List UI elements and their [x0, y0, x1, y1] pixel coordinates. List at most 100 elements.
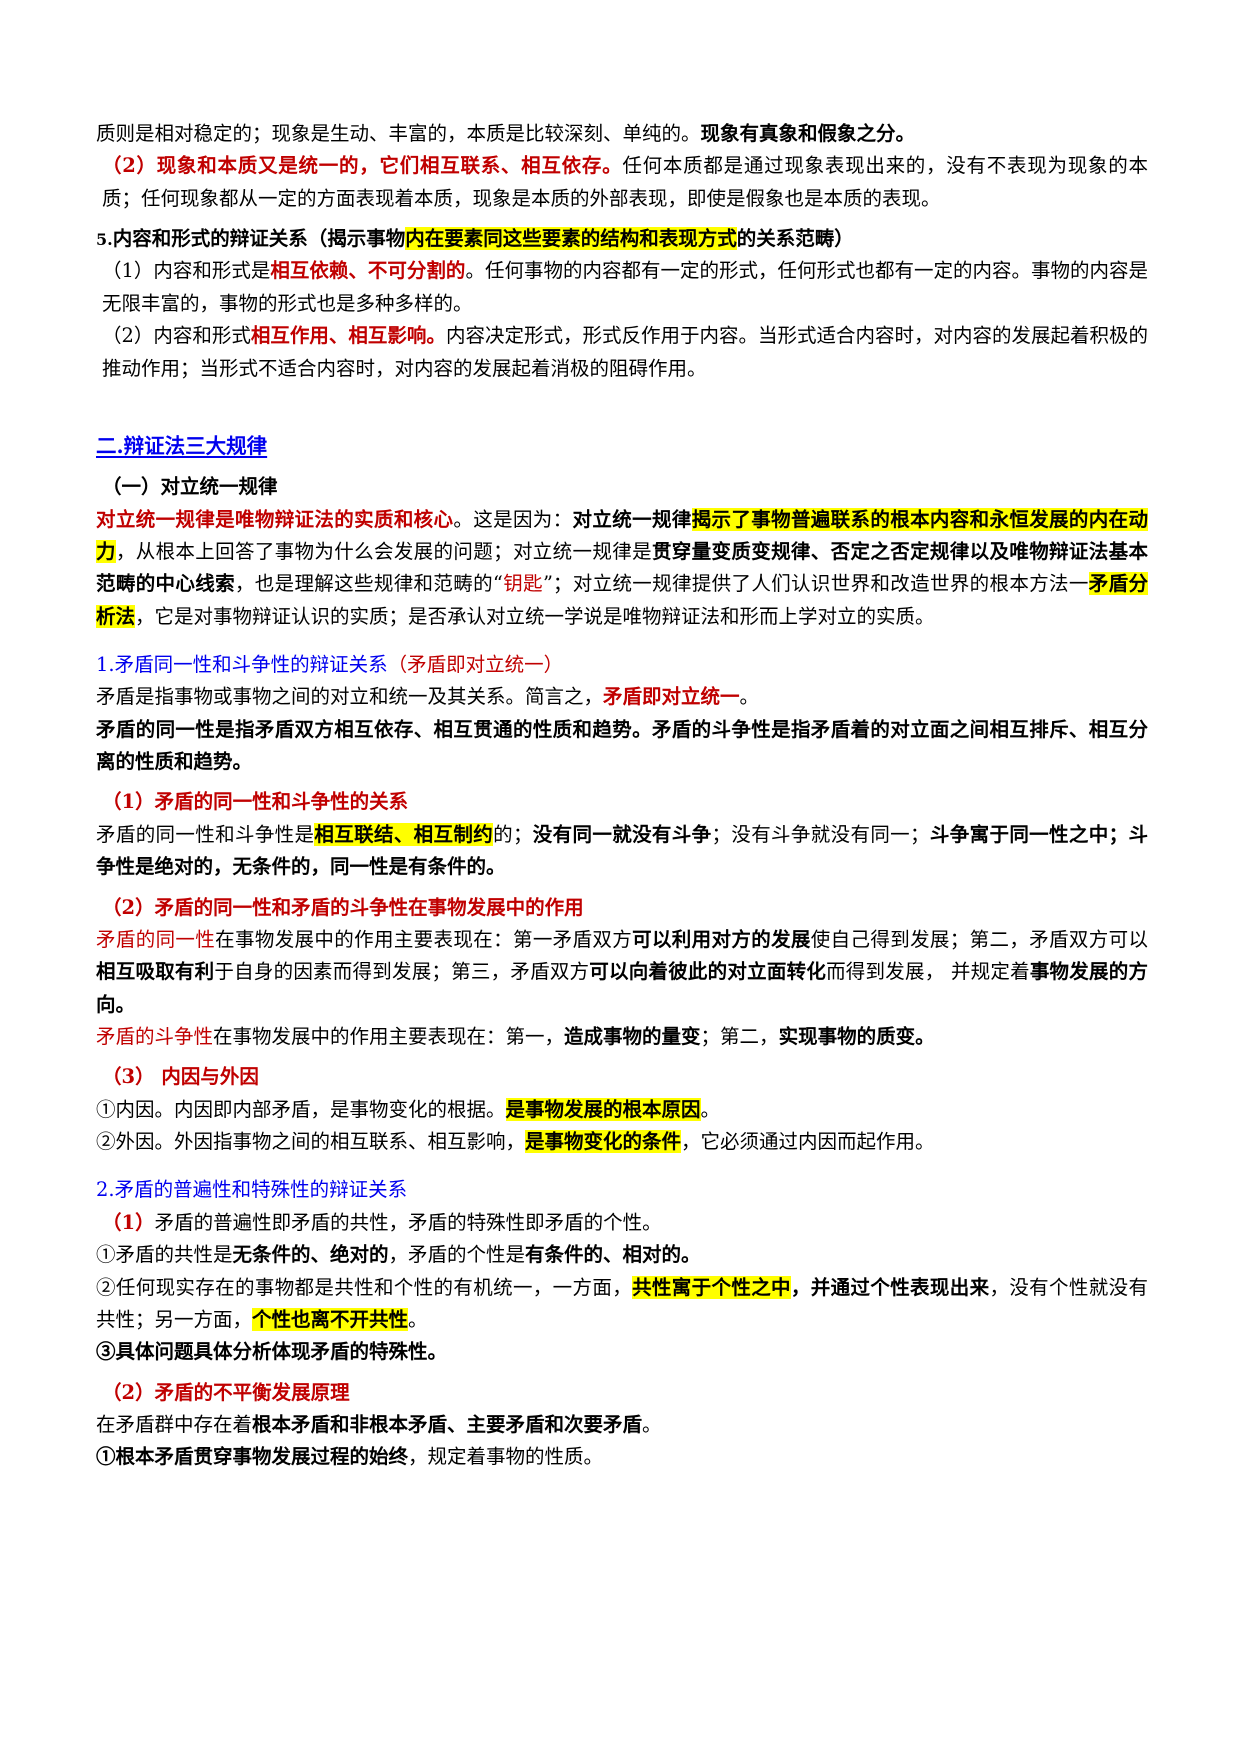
heading-1-3-internal-external: （3） 内因与外因	[96, 1061, 1148, 1093]
spacer	[96, 1158, 1148, 1174]
heading-1-1-relation: （1）矛盾的同一性和斗争性的关系	[96, 786, 1148, 818]
text-run: 。	[700, 1097, 721, 1121]
text-run: 。任何事物的内容都有一定的形式，任何形式也都有一定的内容。事物的内容是无限丰富的…	[102, 259, 1148, 315]
text-run: 。	[408, 1307, 428, 1331]
text-run: （2）内容和形式	[102, 324, 251, 348]
text-run: 在事物发展中的作用主要表现在：第一矛盾双方	[215, 927, 633, 951]
text-run-highlight-bold: 共性寓于个性之中	[632, 1275, 791, 1299]
spacer	[96, 1369, 1148, 1377]
spacer	[96, 385, 1148, 429]
text-run-bold: 矛盾的同一性是指矛盾双方相互依存、相互贯通的性质和趋势。矛盾的斗争性是指矛盾着的…	[96, 717, 1148, 774]
paragraph-internal-cause: ①内因。内因即内部矛盾，是事物变化的根据。是事物发展的根本原因。	[96, 1094, 1148, 1126]
text-run-bold: ，并通过个性表现出来	[790, 1275, 990, 1299]
paragraph-5-1: （1）内容和形式是相互依赖、不可分割的。任何事物的内容都有一定的形式，任何形式也…	[96, 255, 1148, 320]
heading-one-unity-of-opposites: （一）对立统一规律	[96, 471, 1148, 503]
heading-1-1-label: （1）矛盾的同一性和斗争性的关系	[102, 790, 409, 814]
text-run-bold: 根本矛盾和非根本矛盾、主要矛盾和次要矛盾	[252, 1412, 643, 1436]
text-run: ；第二，	[700, 1024, 779, 1048]
text-run-red-bold: 矛盾即对立统一	[603, 685, 740, 709]
text-run: ，它必须通过内因而起作用。	[681, 1130, 935, 1154]
text-run-bold: 对立统一规律	[572, 507, 692, 531]
heading-2-2-imbalance: （2）矛盾的不平衡发展原理	[96, 1377, 1148, 1409]
text-run-red-bold: （1）	[102, 1210, 155, 1234]
text-run: 。这是因为：	[453, 507, 573, 531]
spacer	[96, 633, 1148, 649]
text-run-red: 钥匙	[502, 572, 543, 596]
spacer	[96, 215, 1148, 223]
spacer	[96, 463, 1148, 471]
text-run-red-bold: （2）现象和本质又是统一的，它们相互联系、相互依存。	[102, 154, 623, 178]
text-run: ；没有斗争就没有同一；	[711, 822, 930, 846]
text-run-bold: 斗争寓于同一性之中；斗争性是绝对的，无条件的，同一性是有条件的。	[96, 822, 1148, 879]
heading-1-identity-struggle: 1.矛盾同一性和斗争性的辩证关系（矛盾即对立统一）	[96, 649, 1148, 681]
heading-2-universality-particularity: 2.矛盾的普遍性和特殊性的辩证关系	[96, 1174, 1148, 1206]
paragraph-5-2: （2）内容和形式相互作用、相互影响。内容决定形式，形式反作用于内容。当形式适合内…	[96, 320, 1148, 385]
spacer	[96, 778, 1148, 786]
heading-1-2-label: （2）矛盾的同一性和矛盾的斗争性在事物发展中的作用	[102, 895, 584, 919]
text-run: 任何本质都是通过现象表现出来的，没有不表现为现象的本质；任何现象都从一定的方面表…	[102, 154, 1148, 210]
paragraph-2-6: ①根本矛盾贯穿事物发展过程的始终，规定着事物的性质。	[96, 1441, 1148, 1473]
text-run-highlight-bold: 是事物发展的根本原因	[505, 1097, 701, 1121]
text-run-bold: ③具体问题具体分析体现矛盾的特殊性。	[96, 1340, 448, 1364]
paragraph-contradiction-definition: 矛盾是指事物或事物之间的对立和统一及其关系。简言之，矛盾即对立统一。	[96, 681, 1148, 713]
text-run-red: 矛盾的斗争性	[96, 1024, 214, 1048]
paragraph-core-of-dialectics: 对立统一规律是唯物辩证法的实质和核心。这是因为：对立统一规律揭示了事物普遍联系的…	[96, 504, 1148, 633]
text-run-highlight: 内在要素同这些要素的结构和表现方式	[405, 227, 737, 251]
text-run: 。	[739, 685, 760, 709]
text-run: ②外因。外因指事物之间的相互联系、相互影响，	[96, 1130, 526, 1154]
heading-1-3-label: （3） 内因与外因	[102, 1065, 259, 1089]
text-run: 质则是相对稳定的；现象是生动、丰富的，本质是比较深刻、单纯的。	[96, 122, 701, 145]
heading-section-two-label: 二.辩证法三大规律	[96, 433, 268, 458]
text-run-bold: 现象有真象和假象之分。	[700, 122, 916, 145]
text-run: 的；	[493, 822, 533, 846]
text-run: 使自己得到发展；第二，矛盾双方可以	[810, 927, 1148, 951]
text-run: ，它是对事物辩证认识的实质；是否承认对立统一学说是唯物辩证法和形而上学对立的实质…	[135, 604, 935, 628]
paragraph-struggle-role: 矛盾的斗争性在事物发展中的作用主要表现在：第一，造成事物的量变；第二，实现事物的…	[96, 1021, 1148, 1053]
text-run: ，也是理解这些规律和范畴的“	[234, 572, 503, 596]
text-run: （1）内容和形式是	[102, 259, 271, 283]
paragraph-2-2: ①矛盾的共性是无条件的、绝对的，矛盾的个性是有条件的、相对的。	[96, 1239, 1148, 1271]
document-body: 质则是相对稳定的；现象是生动、丰富的，本质是比较深刻、单纯的。现象有真象和假象之…	[96, 118, 1148, 1474]
text-run-bold: 事物发展的方向。	[96, 960, 1148, 1016]
text-run: 而得到发展， 并规定着	[826, 960, 1030, 984]
paragraph-2-1: （1）矛盾的普遍性即矛盾的共性，矛盾的特殊性即矛盾的个性。	[96, 1207, 1148, 1239]
paragraph-identity-struggle-definition: 矛盾的同一性是指矛盾双方相互依存、相互贯通的性质和趋势。矛盾的斗争性是指矛盾着的…	[96, 714, 1148, 779]
text-run-bold: 相互吸取有利	[96, 960, 215, 984]
text-run-red-bold: 相互依赖、不可分割的	[270, 259, 466, 283]
text-run: 在矛盾群中存在着	[96, 1412, 253, 1436]
spacer	[96, 1053, 1148, 1061]
heading-2-label: 2.矛盾的普遍性和特殊性的辩证关系	[96, 1178, 408, 1202]
text-run: 的关系范畴）	[736, 227, 854, 251]
text-run: 在事物发展中的作用主要表现在：第一，	[213, 1024, 565, 1048]
text-run-highlight-bold: 是事物变化的条件	[525, 1130, 682, 1154]
text-run-highlight-bold: 个性也离不开共性	[252, 1307, 409, 1331]
paragraph-2-5: 在矛盾群中存在着根本矛盾和非根本矛盾、主要矛盾和次要矛盾。	[96, 1409, 1148, 1441]
heading-2-2-label: （2）矛盾的不平衡发展原理	[102, 1380, 350, 1404]
text-run: 内容和形式的辩证关系（揭示事物	[112, 227, 406, 251]
heading-number: 5.	[96, 230, 113, 250]
paragraph-2-4: ③具体问题具体分析体现矛盾的特殊性。	[96, 1336, 1148, 1368]
text-run: ，规定着事物的性质。	[408, 1445, 604, 1469]
text-run: ，矛盾的个性是	[388, 1243, 526, 1267]
text-run: ①矛盾的共性是	[96, 1243, 233, 1267]
paragraph-external-cause: ②外因。外因指事物之间的相互联系、相互影响，是事物变化的条件，它必须通过内因而起…	[96, 1126, 1148, 1158]
text-run-bold: 贯穿量变质变规律、否定之否定规律以及唯物辩证法基本范畴的中心线索	[96, 539, 1148, 596]
text-run-bold: 实现事物的质变。	[778, 1024, 935, 1048]
heading-1-label: 1.矛盾同一性和斗争性的辩证关系	[96, 653, 388, 677]
heading-section-two: 二.辩证法三大规律	[96, 429, 1148, 463]
text-run-highlight-bold: 相互联结、相互制约	[314, 822, 494, 846]
text-run: ”；对立统一规律提供了人们认识世界和改造世界的根本方法一	[542, 572, 1089, 596]
text-run-bold: ①根本矛盾贯穿事物发展过程的始终	[96, 1445, 409, 1469]
text-run: ，没有个性就没有共性；另一方面，	[96, 1275, 1148, 1331]
text-run-red: 矛盾的同一性	[96, 927, 216, 951]
text-run-bold: 造成事物的量变	[564, 1024, 701, 1048]
text-run: 矛盾是指事物或事物之间的对立和统一及其关系。简言之，	[96, 685, 604, 709]
text-run-bold: 可以利用对方的发展	[632, 927, 811, 951]
text-run: 于自身的因素而得到发展；第三，矛盾双方	[214, 960, 590, 984]
text-run: （一）对立统一规律	[102, 475, 278, 499]
paragraph-2-3: ②任何现实存在的事物都是共性和个性的有机统一，一方面，共性寓于个性之中，并通过个…	[96, 1272, 1148, 1337]
text-run-bold: 没有同一就没有斗争	[532, 822, 712, 846]
text-run: ①内因。内因即内部矛盾，是事物变化的根据。	[96, 1097, 506, 1121]
text-run: 矛盾的同一性和斗争性是	[96, 822, 315, 846]
